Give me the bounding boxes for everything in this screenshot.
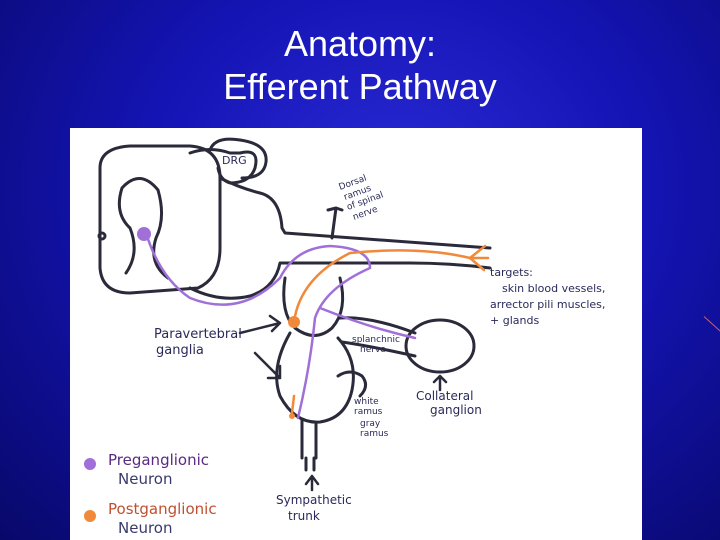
spinal-nerve-upper — [218, 176, 492, 250]
central-canal-dot — [97, 231, 107, 241]
legend-postganglionic-line-1: Postganglionic — [108, 500, 217, 518]
paravertebral-ganglion-lower — [275, 331, 355, 424]
label-paravertebral: Paravertebral ganglia — [154, 327, 242, 358]
postganglionic-lower — [290, 394, 296, 415]
gray-matter-outline — [117, 177, 170, 280]
arrow-to-lower-ganglion — [253, 351, 282, 380]
label-sympathetic-line-2: trunk — [288, 509, 320, 523]
label-splanchnic: splanchnic nerve — [352, 335, 400, 355]
legend: Preganglionic Neuron Postganglionic Neur… — [84, 451, 217, 537]
spinal-cord-outline — [98, 144, 222, 295]
decorative-line — [703, 316, 720, 332]
preganglionic-axon-splanchnic — [318, 306, 417, 340]
legend-preganglionic-line-2: Neuron — [118, 470, 172, 488]
preganglionic-cell-body — [137, 227, 151, 241]
legend-postganglionic-swatch — [84, 510, 96, 522]
efferent-pathway-diagram: DRG Dorsal ramus of spinal nerve targets… — [84, 137, 605, 537]
label-targets-line-2: skin blood vessels, — [502, 282, 605, 295]
label-white-ramus-line-1: white — [354, 397, 379, 407]
title-line-2: Efferent Pathway — [223, 66, 497, 107]
arrow-to-upper-ganglion — [238, 314, 282, 335]
preganglionic-axon — [144, 231, 372, 420]
label-paravertebral-line-2: ganglia — [156, 343, 204, 358]
legend-postganglionic-line-2: Neuron — [118, 519, 172, 537]
spinal-nerve-lower — [188, 261, 492, 300]
label-drg: DRG — [222, 154, 247, 167]
label-splanchnic-line-2: nerve — [360, 345, 386, 355]
arrow-to-trunk — [304, 474, 320, 492]
label-white-ramus-line-2: ramus — [354, 407, 383, 417]
label-dorsal-ramus: Dorsal ramus of spinal nerve — [338, 174, 385, 223]
postganglionic-terminals — [468, 244, 490, 272]
title-line-1: Anatomy: — [283, 23, 437, 64]
legend-preganglionic-line-1: Preganglionic — [108, 451, 209, 469]
slide-title: Anatomy: Efferent Pathway — [0, 22, 720, 108]
label-sympathetic-line-1: Sympathetic — [276, 493, 352, 507]
label-gray-ramus: gray ramus — [360, 419, 389, 439]
label-sympathetic-trunk: Sympathetic trunk — [276, 493, 352, 523]
postganglionic-axon — [292, 249, 472, 324]
label-splanchnic-line-1: splanchnic — [352, 335, 400, 345]
label-targets-line-3: arrector pili muscles, — [490, 298, 605, 311]
collateral-ganglion — [404, 318, 476, 374]
label-gray-ramus-line-1: gray — [360, 419, 381, 429]
drg-ganglion — [208, 137, 268, 180]
legend-preganglionic-swatch — [84, 458, 96, 470]
postganglionic-cell-body-lower — [289, 413, 295, 419]
dorsal-ramus — [326, 206, 344, 240]
label-gray-ramus-line-2: ramus — [360, 429, 389, 439]
label-collateral-line-1: Collateral — [416, 389, 473, 403]
label-targets: targets: skin blood vessels, arrector pi… — [490, 266, 605, 327]
label-collateral: Collateral ganglion — [416, 389, 482, 417]
label-paravertebral-line-1: Paravertebral — [154, 327, 242, 342]
label-targets-line-1: targets: — [490, 266, 533, 279]
sympathetic-trunk-stems — [300, 418, 318, 472]
postganglionic-cell-body — [288, 316, 300, 328]
label-white-ramus: white ramus — [354, 397, 383, 417]
label-collateral-line-2: ganglion — [430, 403, 482, 417]
label-targets-line-4: + glands — [490, 314, 539, 327]
white-gray-rami — [336, 370, 367, 398]
diagram-panel: DRG Dorsal ramus of spinal nerve targets… — [70, 128, 642, 540]
arrow-to-collateral — [432, 374, 448, 392]
